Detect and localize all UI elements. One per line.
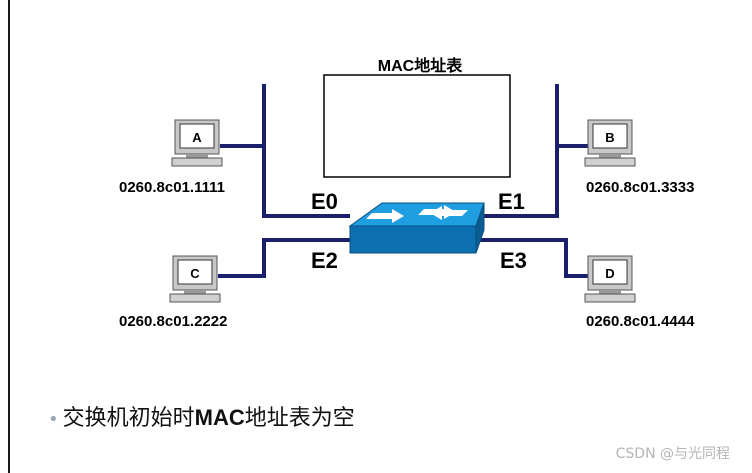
watermark: CSDN @与光同程 (615, 446, 730, 462)
host-c-mac: 0260.8c01.2222 (119, 313, 227, 330)
host-c-label: C (190, 266, 200, 281)
host-a-label: A (192, 130, 202, 145)
computer-d-icon: D (584, 255, 636, 303)
port-label-e2: E2 (311, 248, 338, 273)
link-e2 (218, 238, 350, 278)
link-e0 (262, 84, 350, 218)
computer-b-icon: B (584, 119, 636, 167)
host-d-mac: 0260.8c01.4444 (586, 313, 695, 330)
host-b-label: B (605, 130, 614, 145)
caption-prefix: 交换机初始时 (62, 406, 195, 431)
link-e3 (476, 238, 593, 278)
caption-bullet: • (48, 409, 59, 430)
mac-address-table (323, 74, 511, 178)
caption: •交换机初始时MAC地址表为空 (48, 400, 355, 432)
switch-icon (348, 202, 485, 254)
host-d-label: D (605, 266, 614, 281)
port-label-e1: E1 (498, 189, 525, 214)
caption-suffix: 地址表为空 (244, 406, 355, 431)
computer-a-icon: A (171, 119, 223, 167)
left-border-line (8, 0, 10, 473)
mac-table-title: MAC地址表 (378, 56, 463, 75)
port-label-e0: E0 (311, 189, 338, 214)
computer-c-icon: C (169, 255, 221, 303)
host-b-mac: 0260.8c01.3333 (586, 179, 694, 196)
host-a-mac: 0260.8c01.1111 (119, 179, 225, 196)
link-e1 (476, 84, 559, 218)
port-label-e3: E3 (500, 248, 527, 273)
caption-mac: MAC (194, 405, 245, 430)
